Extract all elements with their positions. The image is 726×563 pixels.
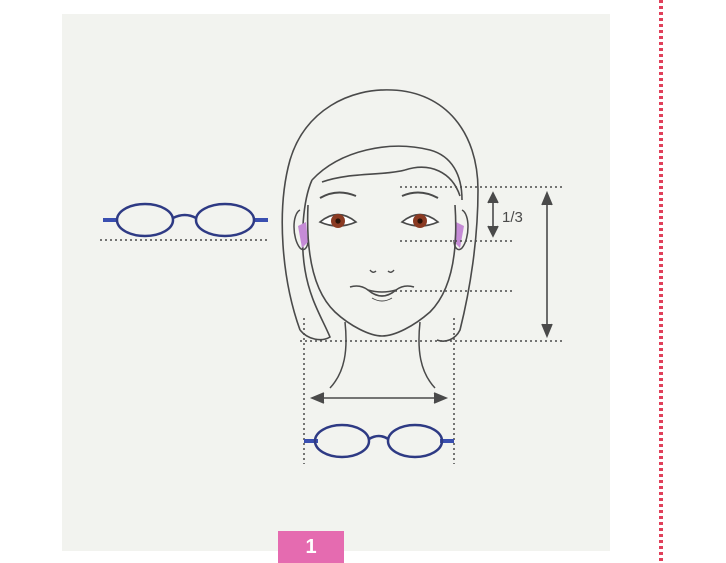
ear-accent-left — [298, 222, 308, 248]
neck — [330, 322, 435, 388]
mouth — [350, 286, 414, 301]
ears — [294, 210, 468, 250]
ratio-label: 1/3 — [502, 209, 523, 226]
bottom-glasses-lens-left — [315, 425, 369, 457]
reference-glasses-bottom — [304, 425, 454, 457]
eye-left — [320, 214, 356, 228]
nose — [370, 270, 394, 272]
reference-glasses-left — [100, 204, 270, 240]
hair — [282, 90, 478, 341]
eyebrow-left — [320, 192, 356, 198]
eyebrow-right — [402, 192, 438, 198]
bottom-glasses-lens-right — [388, 425, 442, 457]
figure-number-badge: 1 — [278, 531, 344, 563]
bottom-glasses-bridge — [369, 436, 388, 439]
figure-number: 1 — [305, 536, 316, 559]
left-glasses-bridge — [173, 215, 196, 218]
left-glasses-lens-right — [196, 204, 254, 236]
eye-right — [402, 214, 438, 228]
dashed-separator — [659, 0, 663, 563]
measurement-guides — [300, 187, 562, 464]
left-glasses-lens-left — [117, 204, 173, 236]
